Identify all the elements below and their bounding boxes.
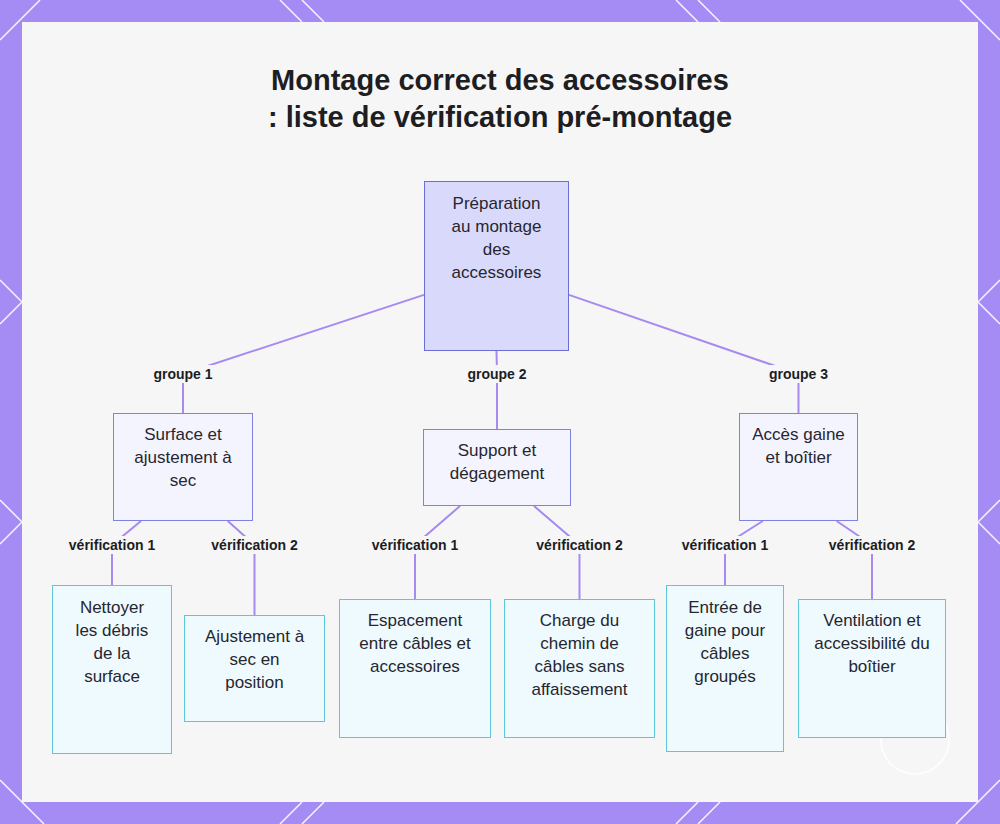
node-text: Espacement entre câbles et accessoires <box>350 609 480 678</box>
check-box: Charge du chemin de câbles sans affaisse… <box>504 599 655 738</box>
edge-label: vérification 1 <box>679 536 771 554</box>
edge-label: vérification 2 <box>533 536 625 554</box>
node-text: Support et dégagement <box>436 439 558 485</box>
check-box: Entrée de gaine pour câbles groupés <box>666 585 784 752</box>
node-text: Charge du chemin de câbles sans affaisse… <box>515 609 644 701</box>
group-box: Accès gaine et boîtier <box>739 413 858 521</box>
edge-label: vérification 1 <box>66 536 158 554</box>
group-box: Support et dégagement <box>423 429 571 506</box>
node-text: Ventilation et accessibilité du boîtier <box>811 609 933 678</box>
node-text: Ajustement à sec en position <box>199 625 310 694</box>
connector-line <box>837 521 872 599</box>
check-box: Espacement entre câbles et accessoires <box>339 599 491 738</box>
connector-line <box>183 295 424 413</box>
node-text: Nettoyer les débris de la surface <box>69 596 155 688</box>
edge-label: groupe 3 <box>766 365 831 383</box>
edge-label: vérification 1 <box>369 536 461 554</box>
connector-line <box>569 295 799 413</box>
diagram-title: Montage correct des accessoires : liste … <box>200 62 800 136</box>
check-box: Nettoyer les débris de la surface <box>52 585 172 754</box>
group-box: Surface et ajustement à sec <box>113 413 253 521</box>
check-box: Ventilation et accessibilité du boîtier <box>798 599 946 738</box>
node-text: Surface et ajustement à sec <box>126 423 240 492</box>
node-text: Préparation au montage des accessoires <box>443 192 550 284</box>
check-box: Ajustement à sec en position <box>184 615 325 722</box>
edge-label: groupe 1 <box>150 365 215 383</box>
node-text: Accès gaine et boîtier <box>752 423 845 469</box>
root-box: Préparation au montage des accessoires <box>424 181 569 351</box>
edge-label: vérification 2 <box>208 536 300 554</box>
connector-line <box>496 351 499 429</box>
node-text: Entrée de gaine pour câbles groupés <box>683 596 767 688</box>
edge-label: groupe 2 <box>464 365 529 383</box>
edge-label: vérification 2 <box>826 536 918 554</box>
